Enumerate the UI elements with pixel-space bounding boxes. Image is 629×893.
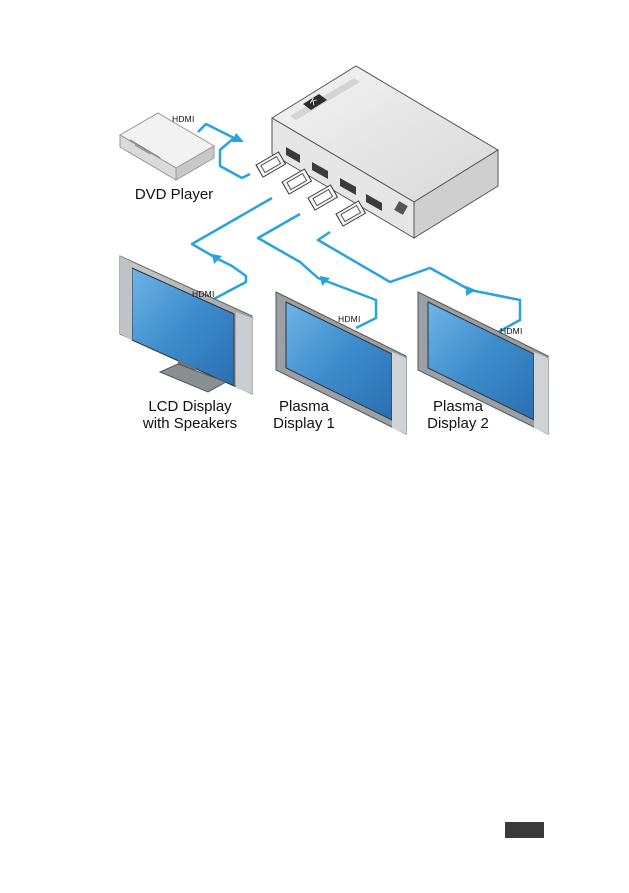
plasma-display-1-label: Plasma Display 1 [266, 398, 342, 432]
lcd-display-label-line2: with Speakers [142, 415, 238, 432]
dvd-player-label: DVD Player [134, 186, 214, 203]
hdmi-label-plasma1: HDMI [338, 314, 361, 324]
page-number-tab [505, 822, 544, 838]
plasma-display-2-label-line1: Plasma [432, 398, 484, 415]
dvd-player-device [119, 112, 215, 181]
arrow-icon [232, 133, 244, 142]
svg-text:K: K [308, 96, 318, 108]
cable-out2-to-plasma1 [256, 212, 378, 330]
hdmi-cables [190, 122, 522, 334]
lcd-display-label: LCD Display with Speakers [134, 398, 246, 432]
kramer-logo-icon: K [303, 94, 327, 110]
arrow-icon [466, 286, 476, 296]
hdmi-connectors [255, 151, 367, 227]
plasma-display-1-device [275, 291, 407, 435]
cable-out3-to-plasma2 [316, 230, 522, 334]
hdmi-ports [286, 147, 408, 215]
cable-arrows [212, 133, 476, 296]
hdmi-label-plasma2: HDMI [500, 326, 523, 336]
hdmi-label-lcd: HDMI [192, 289, 215, 299]
arrow-icon [212, 254, 222, 264]
plasma-display-2-device [417, 291, 549, 435]
hdmi-label-dvd: HDMI [172, 114, 195, 124]
lcd-display-label-line1: LCD Display [148, 398, 232, 415]
plasma-display-1-label-line2: Display 1 [273, 415, 335, 432]
arrow-icon [320, 276, 330, 286]
plasma-display-2-label-line2: Display 2 [427, 415, 489, 432]
plasma-display-2-label: Plasma Display 2 [420, 398, 496, 432]
lcd-display-device [119, 255, 253, 395]
plasma-display-1-label-line1: Plasma [278, 398, 330, 415]
cable-dvd-to-input [197, 122, 251, 180]
cable-out1-to-lcd [190, 196, 273, 302]
hdmi-distributor-device: K [271, 65, 499, 239]
